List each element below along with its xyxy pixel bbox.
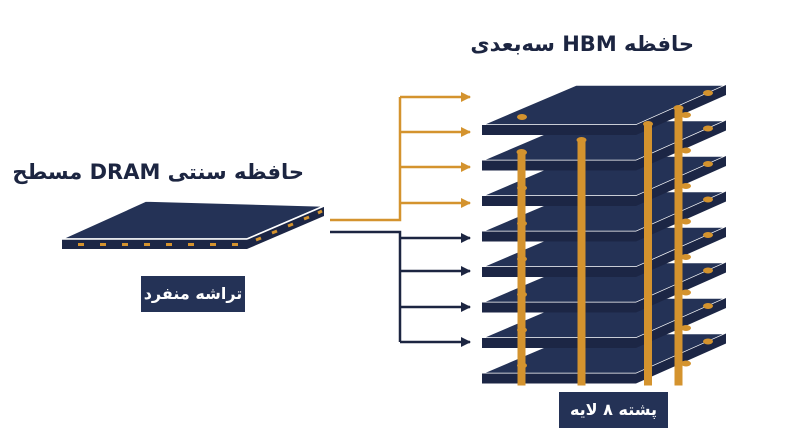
hbm-bump — [703, 267, 713, 274]
hbm-layer-front — [482, 267, 636, 277]
hbm-layer-front — [482, 373, 636, 384]
hbm-bump — [681, 112, 691, 118]
hbm-layer-front — [482, 160, 636, 171]
hbm-layer-front — [482, 125, 636, 135]
tsv-pillar — [644, 124, 652, 386]
hbm-bump — [517, 114, 527, 120]
hbm-bump — [703, 196, 713, 203]
tsv-columns — [516, 105, 684, 386]
dram-pins-front — [78, 243, 238, 246]
tsv-pillar — [577, 140, 586, 386]
hbm-bump — [681, 254, 691, 260]
navy-arrows — [330, 230, 471, 347]
hbm-bump — [703, 125, 713, 132]
hbm-bump — [681, 218, 691, 225]
dram-pins-side — [255, 209, 323, 242]
hbm-layer-front — [482, 338, 636, 348]
tsv-pillar — [517, 152, 526, 386]
hbm-bump — [703, 161, 713, 167]
single-chip-badge: تراشه منفرد — [141, 276, 245, 312]
hbm-bump — [681, 183, 691, 189]
hbm-bump — [681, 289, 691, 296]
hbm-bump — [703, 90, 713, 96]
tsv-cap — [516, 149, 527, 155]
tsv-pillar — [674, 108, 683, 386]
tsv-cap — [673, 105, 684, 111]
hbm-bump — [703, 303, 713, 309]
hbm-title: حافظه HBM سه‌بعدی — [470, 32, 694, 56]
hbm-layer-front — [482, 231, 636, 242]
tsv-cap — [643, 121, 653, 127]
hbm-layer-front — [482, 302, 636, 313]
hbm-bump — [703, 338, 713, 345]
hbm-bump — [703, 232, 713, 238]
tsv-cap — [576, 137, 587, 143]
gold-arrows — [330, 92, 471, 222]
hbm-stack — [481, 84, 727, 384]
hbm-bump — [681, 147, 691, 154]
single-dram-chip — [61, 200, 325, 249]
hbm-bump — [681, 325, 691, 331]
dram-title: حافظه سنتی DRAM مسطح — [12, 160, 304, 184]
hbm-layer-front — [482, 196, 636, 206]
dram-chip-front — [62, 239, 247, 249]
stack-badge: پشته ۸ لایه — [559, 392, 668, 428]
dram-chip-side — [247, 206, 324, 249]
dram-chip-top — [61, 200, 325, 240]
hbm-bump — [681, 360, 691, 367]
